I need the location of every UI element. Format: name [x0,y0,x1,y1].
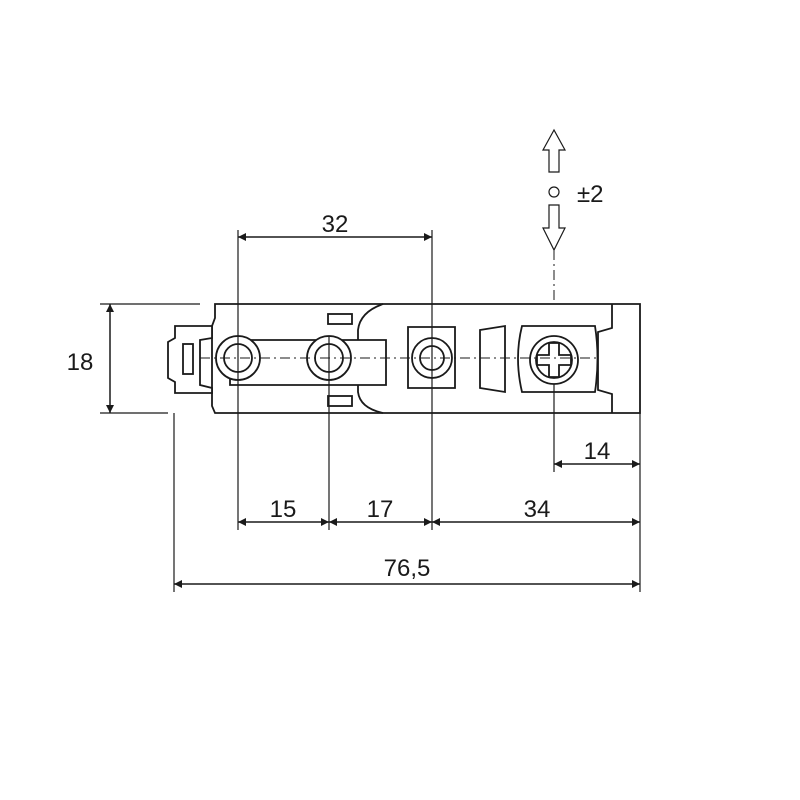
dim-14-label: 14 [584,438,611,465]
arrow-up-icon [541,128,567,173]
adjust-range-label: ±2 [577,181,604,208]
dimension-32: 32 [238,211,432,241]
extension-lines [100,230,641,592]
clamp-lever [479,324,506,394]
dimension-17: 17 [329,496,432,526]
upper-tab [327,313,353,325]
adjust-center-circle [548,186,560,198]
dimension-18: 18 [67,304,114,413]
dim-18-label: 18 [67,349,94,376]
dim-34-label: 34 [524,496,551,523]
lower-tab [327,395,353,407]
adjust-screw [529,335,579,385]
dimension-34: 34 [432,496,640,526]
dim-17-label: 17 [367,496,394,523]
left-clip-tab [182,343,194,375]
dimension-76-5: 76,5 [174,555,640,588]
dimension-15: 15 [238,496,329,526]
height-adjust-symbol: ±2 [541,128,604,305]
phillips-cross-icon [536,342,572,378]
dim-76-5-label: 76,5 [384,555,431,582]
arrow-down-icon [542,204,566,252]
dimension-14: 14 [554,438,640,468]
dim-15-label: 15 [270,496,297,523]
dim-32-label: 32 [322,211,349,238]
